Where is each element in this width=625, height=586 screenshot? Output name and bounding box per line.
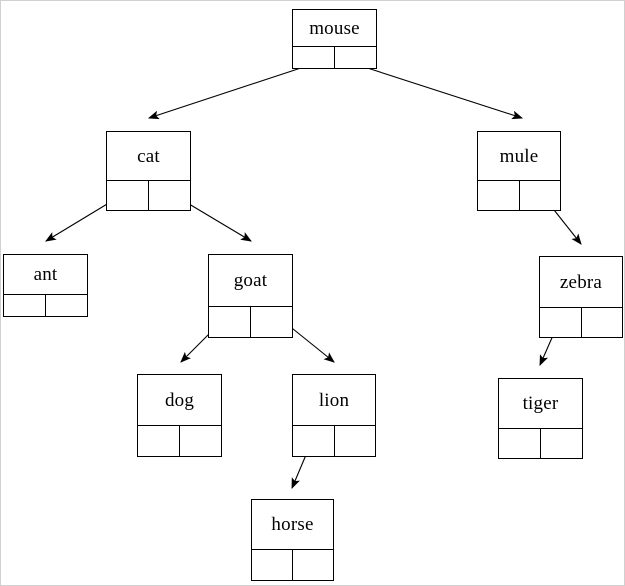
node-pointer-cells-dog (138, 425, 221, 456)
node-left-pointer-cat[interactable] (107, 181, 149, 210)
tree-node-horse[interactable]: horse (251, 499, 334, 581)
tree-node-ant[interactable]: ant (3, 254, 88, 317)
tree-node-dog[interactable]: dog (137, 374, 222, 457)
node-label-mule: mule (499, 145, 539, 167)
tree-node-mouse[interactable]: mouse (292, 9, 377, 69)
node-right-pointer-zebra[interactable] (581, 308, 622, 337)
node-pointer-cells-tiger (499, 428, 582, 458)
node-right-pointer-cat[interactable] (149, 181, 190, 210)
node-right-pointer-tiger[interactable] (541, 429, 582, 458)
node-pointer-cells-zebra (540, 307, 622, 337)
node-right-pointer-mule[interactable] (519, 181, 560, 210)
node-pointer-cells-cat (107, 180, 190, 210)
node-pointer-cells-mule (478, 180, 560, 210)
node-left-pointer-mouse[interactable] (293, 47, 335, 68)
node-left-pointer-zebra[interactable] (540, 308, 582, 337)
node-right-pointer-horse[interactable] (293, 550, 333, 580)
node-label-lion: lion (318, 389, 350, 411)
node-label-dog: dog (164, 389, 195, 411)
node-right-pointer-dog[interactable] (180, 426, 221, 456)
tree-node-lion[interactable]: lion (292, 374, 376, 457)
node-right-pointer-goat[interactable] (251, 307, 292, 337)
node-left-pointer-mule[interactable] (478, 181, 520, 210)
node-label-zebra: zebra (559, 271, 603, 293)
node-pointer-cells-horse (252, 549, 333, 580)
tree-edge-mouse-mule (354, 63, 524, 120)
node-left-pointer-ant[interactable] (4, 295, 46, 316)
node-left-pointer-tiger[interactable] (499, 429, 541, 458)
tree-node-cat[interactable]: cat (106, 131, 191, 211)
tree-edge-mouse-cat (147, 63, 314, 120)
node-right-pointer-lion[interactable] (334, 426, 375, 456)
node-left-pointer-goat[interactable] (209, 307, 251, 337)
node-pointer-cells-lion (293, 425, 375, 456)
node-label-horse: horse (271, 514, 314, 535)
tree-node-mule[interactable]: mule (477, 131, 561, 211)
node-label-goat: goat (233, 270, 268, 291)
node-left-pointer-horse[interactable] (252, 550, 293, 580)
tree-node-goat[interactable]: goat (208, 254, 293, 338)
node-left-pointer-lion[interactable] (293, 426, 335, 456)
tree-node-zebra[interactable]: zebra (539, 256, 623, 338)
node-label-mouse: mouse (309, 17, 360, 39)
node-pointer-cells-ant (4, 294, 87, 316)
node-pointer-cells-mouse (293, 46, 376, 68)
node-right-pointer-ant[interactable] (46, 295, 87, 316)
node-label-cat: cat (137, 145, 160, 167)
node-right-pointer-mouse[interactable] (335, 47, 376, 68)
node-pointer-cells-goat (209, 306, 292, 337)
node-label-tiger: tiger (522, 393, 559, 414)
node-label-ant: ant (33, 264, 58, 285)
node-left-pointer-dog[interactable] (138, 426, 180, 456)
tree-node-tiger[interactable]: tiger (498, 378, 583, 459)
